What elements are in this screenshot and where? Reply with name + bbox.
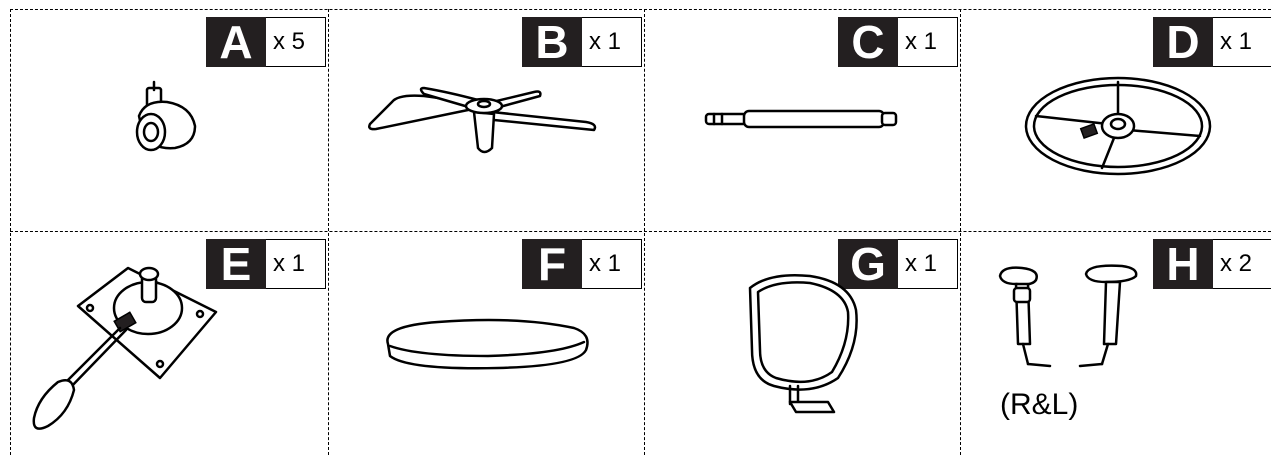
part-label-h: H x 2 (1153, 239, 1271, 289)
gas-cylinder-icon (704, 109, 898, 129)
seat-mechanism-icon (32, 266, 218, 430)
armrest-icon (998, 264, 1138, 368)
part-label-a: A x 5 (206, 17, 326, 67)
part-quantity: x 1 (582, 17, 642, 67)
part-quantity: x 1 (1213, 17, 1271, 67)
foot-ring-icon (1024, 76, 1212, 176)
part-letter: C (838, 17, 898, 67)
part-letter: F (522, 239, 582, 289)
part-label-e: E x 1 (206, 239, 326, 289)
part-letter: E (206, 239, 266, 289)
part-quantity: x 1 (898, 239, 958, 289)
part-letter: A (206, 17, 266, 67)
part-label-d: D x 1 (1153, 17, 1271, 67)
part-letter: H (1153, 239, 1213, 289)
part-letter: B (522, 17, 582, 67)
part-quantity: x 1 (898, 17, 958, 67)
part-label-f: F x 1 (522, 239, 642, 289)
part-label-g: G x 1 (838, 239, 958, 289)
grid-line-top (10, 9, 1271, 10)
part-quantity: x 2 (1213, 239, 1271, 289)
part-letter: D (1153, 17, 1213, 67)
grid-line-middle (10, 231, 1271, 232)
part-label-b: B x 1 (522, 17, 642, 67)
seat-cushion-icon (386, 318, 589, 370)
armrest-note: (R&L) (1000, 388, 1079, 421)
grid-line-col2 (644, 9, 645, 455)
grid-line-left (10, 9, 11, 455)
part-quantity: x 5 (266, 17, 326, 67)
caster-wheel-icon (135, 80, 197, 152)
part-letter: G (838, 239, 898, 289)
backrest-icon (748, 273, 858, 414)
part-quantity: x 1 (266, 239, 326, 289)
part-quantity: x 1 (582, 239, 642, 289)
part-label-c: C x 1 (838, 17, 958, 67)
grid-line-col1 (328, 9, 329, 455)
star-base-icon (368, 86, 597, 154)
grid-line-col3 (960, 9, 961, 455)
